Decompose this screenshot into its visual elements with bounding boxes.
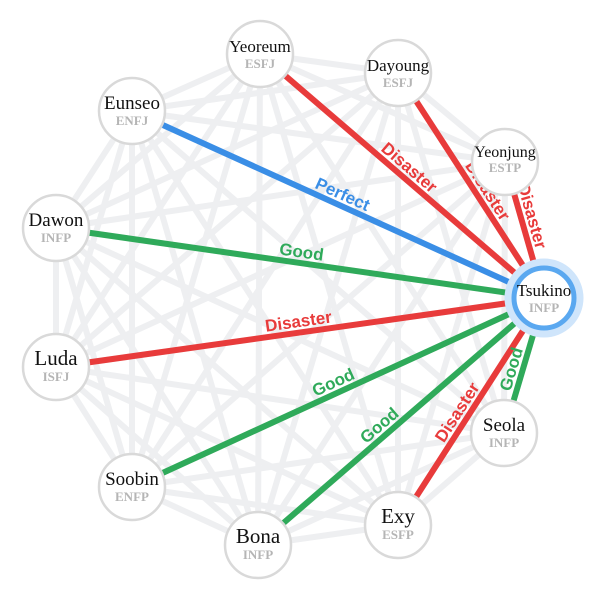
relation-edge-dayoung [395,71,547,300]
node-circle-yeonjung [470,127,540,197]
node-circle-exy [363,490,433,560]
background-edge-exy-soobin [129,484,401,528]
node-type-yeoreum: ESFJ [245,56,276,71]
relation-edges [55,51,547,548]
background-edge-yeonjung-eunseo [129,108,508,165]
relation-edge-soobin [130,295,546,490]
background-edge-yeoreum-yeonjung [257,51,508,165]
background-edge-yeonjung-seola [501,159,508,436]
background-edge-soobin-dawon [53,225,135,490]
relation-edge-luda [55,295,545,370]
relation-edge-yeoreum [258,51,546,301]
background-edge-bona-luda [53,364,261,548]
node-name-soobin: Soobin [105,469,159,490]
background-edge-bona-dawon [53,225,261,548]
node-name-yeonjung: Yeonjung [474,144,536,161]
node-type-yeonjung: ESTP [489,160,522,175]
node-circle-dawon [21,193,91,263]
node-name-eunseo: Eunseo [104,93,160,114]
background-edge-exy-eunseo [129,108,401,528]
background-edge-seola-bona [255,430,507,548]
background-edge-yeoreum-dawon [53,51,263,231]
relation-edge-bona [256,295,546,548]
node-glow-tsukino [504,258,584,338]
node-type-tsukino: INFP [529,300,559,315]
node-name-dayoung: Dayoung [367,56,430,75]
node-type-bona: INFP [243,547,273,562]
node-type-soobin: ENFP [115,489,149,504]
node-type-exy: ESFP [382,527,414,542]
relation-edge-eunseo [130,108,546,301]
node-name-luda: Luda [34,346,78,370]
node-circle-seola [469,398,539,468]
background-edge-seola-eunseo [129,108,507,436]
node-type-eunseo: ENFJ [116,113,149,128]
node-circle-eunseo [97,76,167,146]
background-edge-luda-eunseo [53,108,135,370]
background-edge-bona-eunseo [129,108,261,548]
node-circle-soobin [97,452,167,522]
relation-edge-dawon [55,225,545,301]
node-circle-yeoreum [225,19,295,89]
background-edge-seola-soobin [129,430,507,490]
background-edge-dayoung-eunseo [129,70,401,114]
node-type-seola: INFP [489,435,519,450]
node-type-dayoung: ESFJ [383,75,414,90]
node-circle-luda [21,332,91,402]
node-name-tsukino: Tsukino [517,281,572,300]
node-name-yeoreum: Yeoreum [229,37,291,56]
node-circle-bona [223,510,293,580]
node-name-exy: Exy [381,504,415,528]
node-type-dawon: INFP [41,230,71,245]
node-name-bona: Bona [236,524,281,548]
background-edge-dayoung-dawon [53,70,401,231]
node-name-dawon: Dawon [29,210,84,231]
node-name-seola: Seola [483,415,526,436]
node-circle-tsukino [511,265,577,331]
node-circle-dayoung [363,38,433,108]
relation-edge-exy [395,296,547,527]
node-type-luda: ISFJ [43,369,70,384]
